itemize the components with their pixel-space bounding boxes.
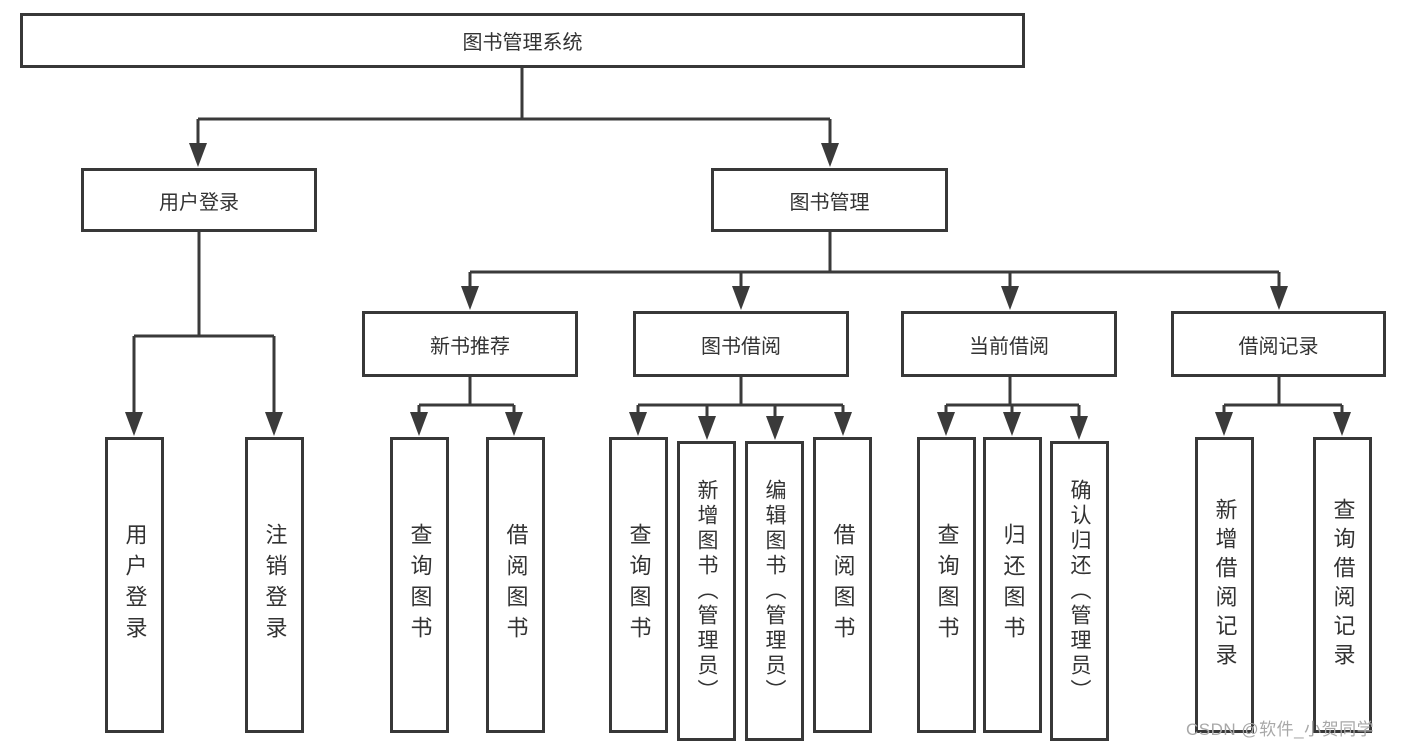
node-user-login: 用户登录 xyxy=(81,168,317,232)
watermark-text: CSDN @软件_小贺同学 xyxy=(1186,720,1375,739)
leaf-logout: 注销登录 xyxy=(245,437,304,733)
leaf-query-books-current: 查询图书 xyxy=(917,437,976,733)
leaf-user-login-label: 用户登录 xyxy=(122,523,148,647)
node-book-management-label: 图书管理 xyxy=(789,191,870,214)
leaf-borrow-books-borrowing: 借阅图书 xyxy=(813,437,872,733)
leaf-user-login: 用户登录 xyxy=(105,437,164,733)
node-user-login-label: 用户登录 xyxy=(159,191,239,214)
leaf-borrow-books-recommend: 借阅图书 xyxy=(486,437,545,733)
leaf-confirm-return-admin-label: 确认归还（管理员） xyxy=(1068,478,1091,704)
leaf-confirm-return-admin: 确认归还（管理员） xyxy=(1050,441,1109,741)
leaf-edit-book-admin: 编辑图书（管理员） xyxy=(745,441,804,741)
leaf-borrow-books-recommend-label: 借阅图书 xyxy=(503,523,529,647)
node-new-book-recommend-label: 新书推荐 xyxy=(430,335,510,358)
node-book-borrowing-label: 图书借阅 xyxy=(701,335,781,358)
node-new-book-recommend: 新书推荐 xyxy=(362,311,578,377)
leaf-query-books-borrowing-label: 查询图书 xyxy=(626,523,652,647)
leaf-add-borrow-record-label: 新增借阅记录 xyxy=(1212,498,1238,672)
node-book-management: 图书管理 xyxy=(711,168,948,232)
leaf-add-book-admin-label: 新增图书（管理员） xyxy=(695,478,718,704)
node-current-borrowing-label: 当前借阅 xyxy=(969,335,1049,358)
node-book-borrowing: 图书借阅 xyxy=(633,311,849,377)
leaf-query-borrow-record-label: 查询借阅记录 xyxy=(1330,498,1356,672)
leaf-borrow-books-borrowing-label: 借阅图书 xyxy=(830,523,856,647)
leaf-return-books-label: 归还图书 xyxy=(1000,523,1026,647)
leaf-query-borrow-record: 查询借阅记录 xyxy=(1313,437,1372,733)
leaf-query-books-current-label: 查询图书 xyxy=(934,523,960,647)
leaf-query-books-recommend-label: 查询图书 xyxy=(407,523,433,647)
node-borrowing-records-label: 借阅记录 xyxy=(1238,335,1319,358)
leaf-logout-label: 注销登录 xyxy=(262,523,288,647)
leaf-edit-book-admin-label: 编辑图书（管理员） xyxy=(763,478,786,704)
leaf-query-books-borrowing: 查询图书 xyxy=(609,437,668,733)
leaf-query-books-recommend: 查询图书 xyxy=(390,437,449,733)
node-current-borrowing: 当前借阅 xyxy=(901,311,1117,377)
leaf-add-borrow-record: 新增借阅记录 xyxy=(1195,437,1254,733)
node-root-label: 图书管理系统 xyxy=(462,32,583,54)
node-root: 图书管理系统 xyxy=(20,13,1025,68)
node-borrowing-records: 借阅记录 xyxy=(1171,311,1386,377)
leaf-add-book-admin: 新增图书（管理员） xyxy=(677,441,736,741)
leaf-return-books: 归还图书 xyxy=(983,437,1042,733)
